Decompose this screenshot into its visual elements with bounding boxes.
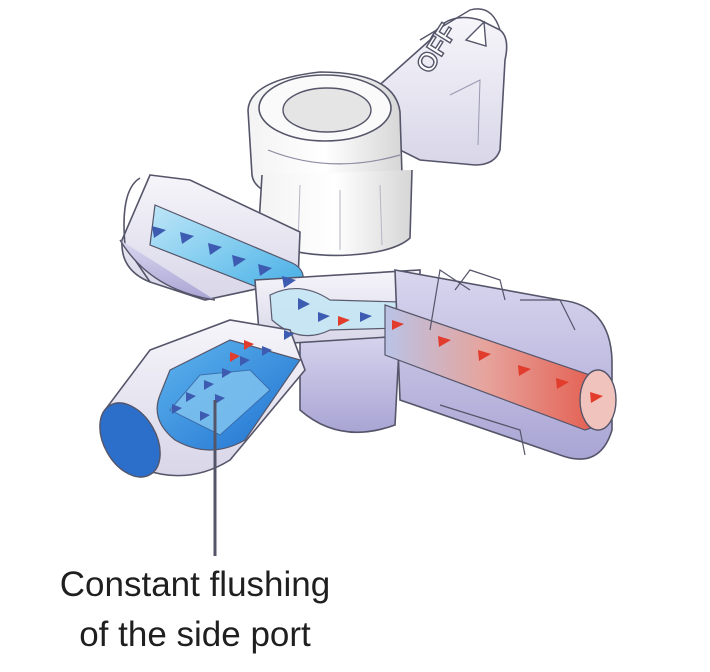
caption-line-1: Constant flushing (59, 565, 331, 604)
flow-arrow-icon (298, 298, 310, 310)
flow-arrow-icon (318, 312, 330, 322)
flow-arrow-icon (258, 264, 272, 276)
right-port (384, 268, 617, 460)
flow-arrow-icon (282, 276, 296, 288)
flow-arrow-icon (230, 352, 240, 362)
flow-arrow-icon (152, 226, 166, 238)
handle-arrow-icon (464, 20, 487, 47)
knob-bore (282, 87, 372, 133)
flow-arrow-icon (232, 255, 246, 267)
flow-arrow-icon (360, 312, 372, 322)
flow-arrow-icon (186, 392, 196, 402)
blood-flow-arrows (230, 316, 603, 403)
flow-arrow-icon (208, 243, 222, 255)
flow-arrow-icon (284, 330, 294, 340)
caption-line-2: of the side port (79, 615, 311, 654)
flow-arrow-icon (172, 404, 182, 414)
flow-arrow-icon (215, 394, 225, 404)
saline-flow-arrows (152, 226, 372, 421)
lower-left-side-port (99, 319, 306, 478)
flow-arrow-icon (222, 368, 232, 378)
flow-arrow-icon (204, 380, 214, 390)
flow-arrow-icon (262, 346, 272, 356)
flow-arrow-icon (590, 392, 603, 403)
flow-arrow-icon (200, 411, 210, 421)
flow-arrow-icon (556, 378, 569, 389)
stopcock-knob (247, 71, 413, 257)
flow-arrow-icon (180, 232, 194, 244)
flow-arrow-icon (244, 340, 254, 350)
flow-arrow-icon (338, 316, 350, 326)
upper-left-port (119, 174, 304, 301)
side-port-flushing-caption: Constant flushing of the side port (30, 560, 360, 660)
flow-arrow-icon (438, 336, 451, 347)
flow-arrow-icon (240, 356, 250, 366)
flow-arrow-icon (478, 350, 491, 361)
flow-arrow-icon (392, 320, 404, 330)
flow-arrow-icon (518, 365, 531, 376)
